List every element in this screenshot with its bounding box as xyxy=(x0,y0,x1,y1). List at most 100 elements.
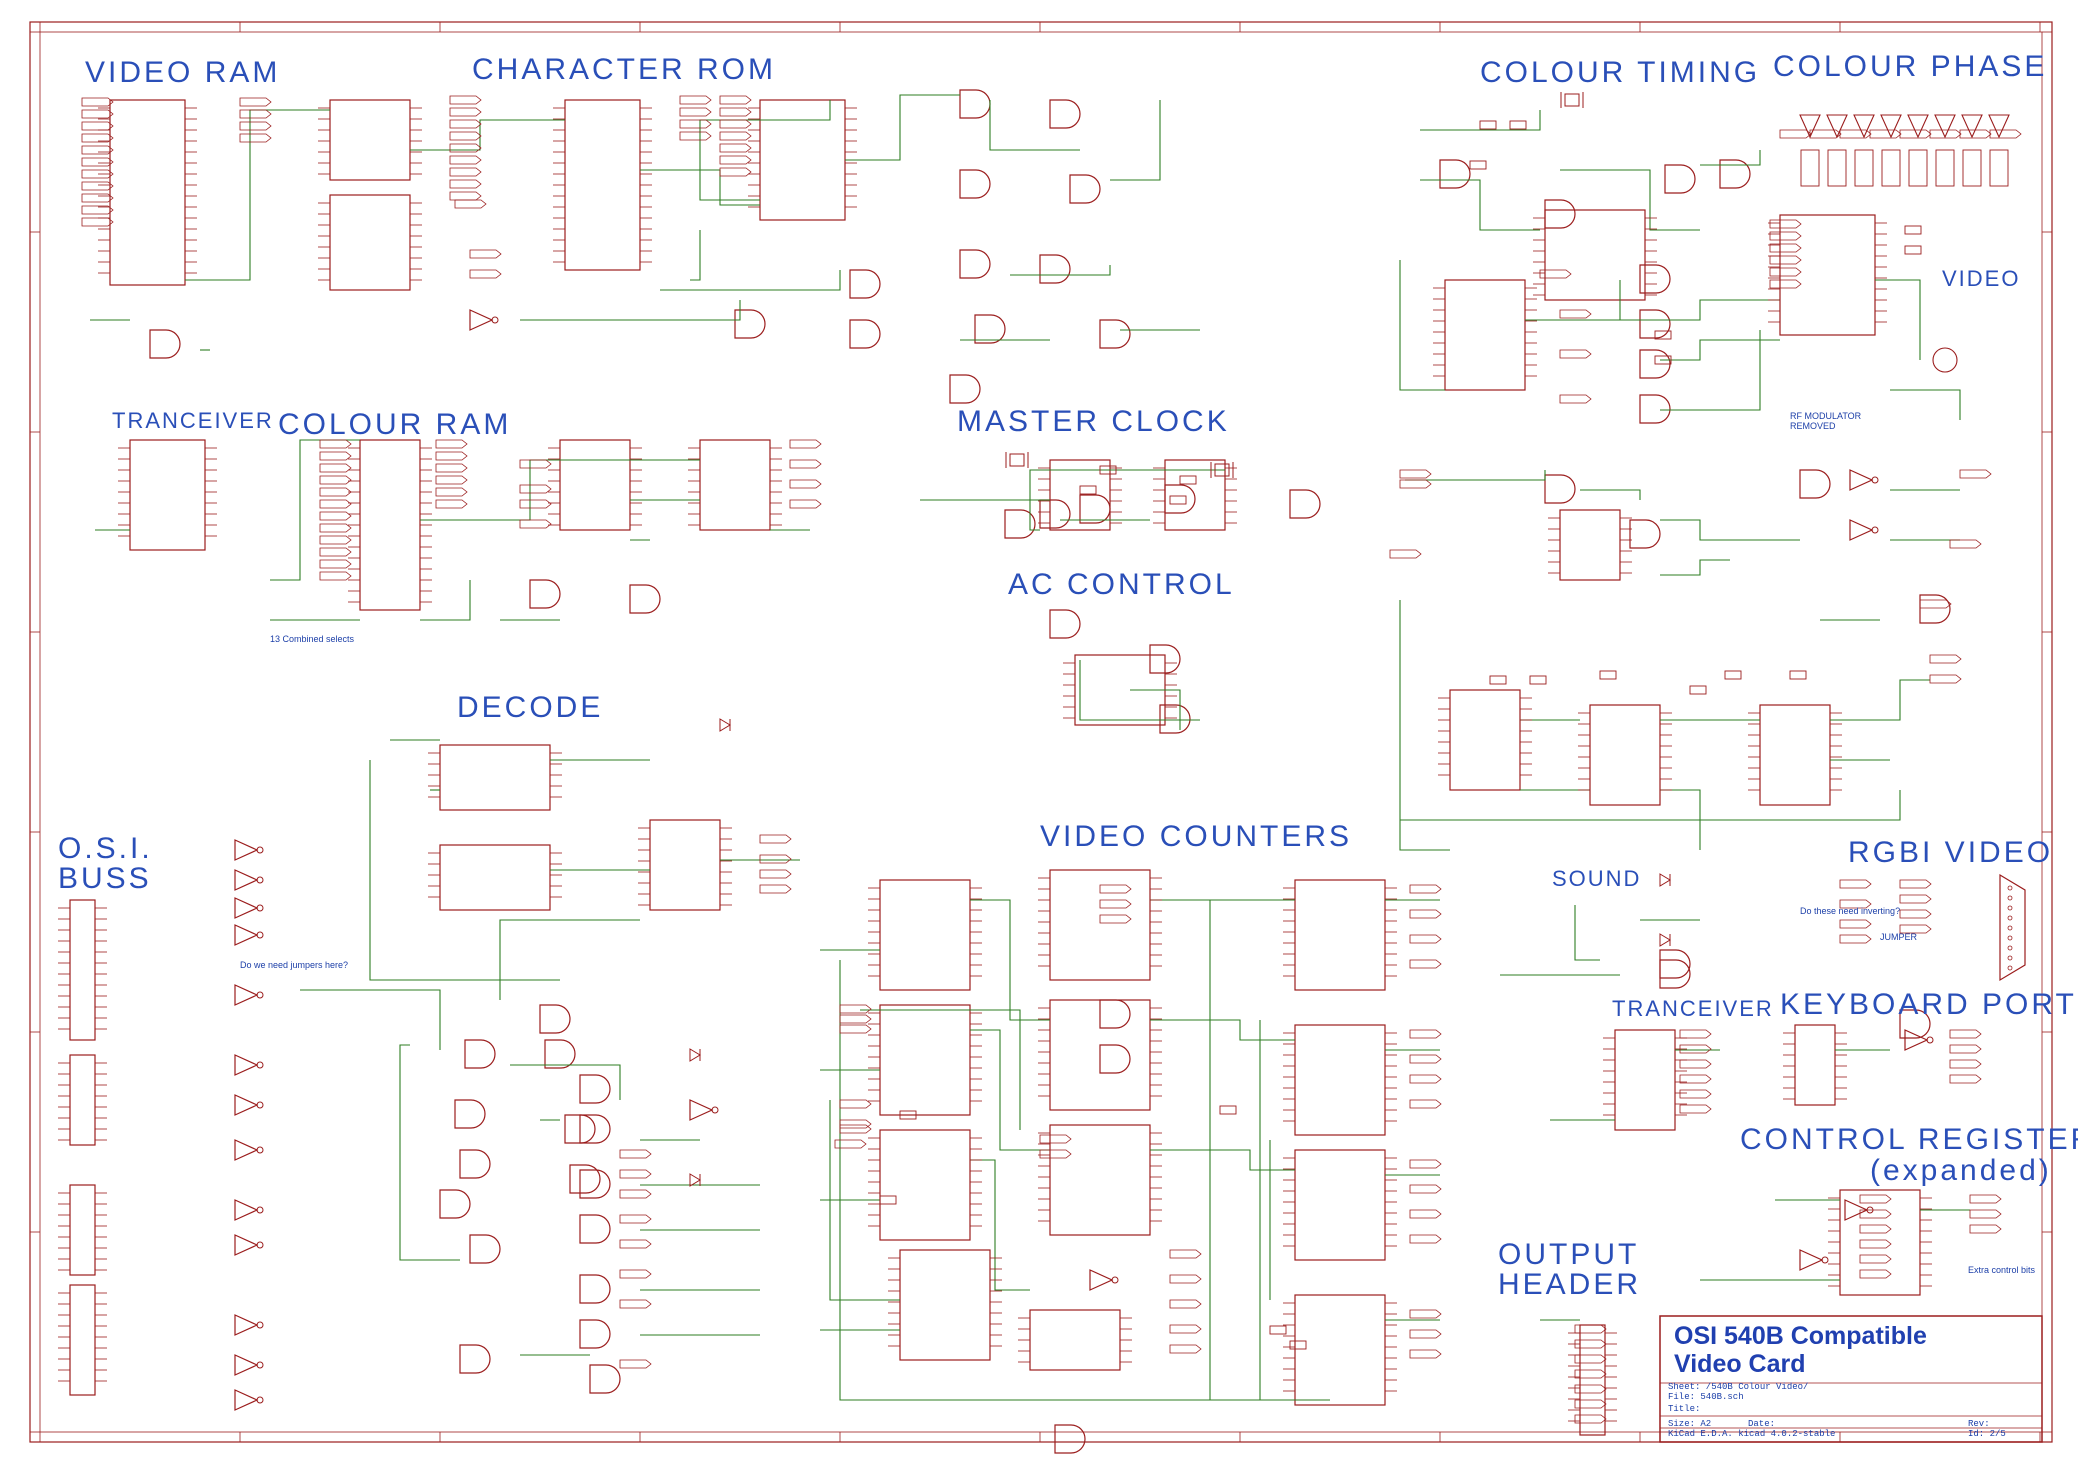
inverter-bubble xyxy=(256,1206,264,1214)
note-do-these-need-inverting: Do these need inverting? xyxy=(1800,906,1901,916)
resistor xyxy=(1509,120,1527,130)
logic-gate xyxy=(849,319,881,349)
note-jumpers-here: Do we need jumpers here? xyxy=(240,960,349,970)
crystal xyxy=(1214,463,1230,477)
ic-package xyxy=(1614,1029,1676,1131)
net-label xyxy=(679,95,712,105)
ic-package xyxy=(559,439,631,531)
phase-buffer xyxy=(1853,114,1875,139)
net-label xyxy=(1169,1344,1202,1354)
ic-package xyxy=(1294,1149,1386,1261)
heading-keyboard-port: KEYBOARD PORT xyxy=(1780,988,2077,1021)
inverter xyxy=(469,309,494,331)
wire xyxy=(1580,489,1641,500)
heading-video-ram: VIDEO RAM xyxy=(85,56,281,89)
net-label xyxy=(1899,894,1932,904)
logic-gate xyxy=(149,329,181,359)
wire xyxy=(410,119,565,151)
heading-video-counters: VIDEO COUNTERS xyxy=(1040,820,1353,853)
wire xyxy=(839,960,1330,1401)
net-label xyxy=(1099,899,1132,909)
ic-package xyxy=(69,899,96,1041)
net-label xyxy=(1679,1059,1712,1069)
ic-package xyxy=(439,844,551,911)
net-label xyxy=(1969,1209,2002,1219)
inverter-bubble xyxy=(256,1396,264,1404)
net-label xyxy=(1169,1249,1202,1259)
net-label xyxy=(1959,129,1992,139)
ic-package xyxy=(1579,1324,1606,1436)
connector-pin xyxy=(2007,965,2013,971)
title-id: Id: 2/5 xyxy=(1968,1429,2006,1439)
ic-package xyxy=(564,99,641,271)
wire xyxy=(1150,1019,1295,1041)
logic-gate xyxy=(959,169,991,199)
ic-package xyxy=(1049,1124,1151,1236)
net-label xyxy=(1409,1209,1442,1219)
net-label xyxy=(1409,1159,1442,1169)
net-label xyxy=(1679,1104,1712,1114)
net-label xyxy=(1839,879,1872,889)
net-label xyxy=(519,519,552,529)
net-label xyxy=(1679,1089,1712,1099)
net-label xyxy=(679,119,712,129)
phase-resistor xyxy=(1962,149,1982,187)
net-label xyxy=(719,107,752,117)
logic-gate xyxy=(1659,959,1691,989)
phase-buffer xyxy=(1826,114,1848,139)
heading-tranceiver: TRANCEIVER xyxy=(112,408,274,433)
sheet-border xyxy=(29,21,2053,1443)
ic-package xyxy=(1589,704,1661,806)
net-label xyxy=(1969,1194,2002,1204)
net-label xyxy=(619,1149,652,1159)
diode xyxy=(719,718,731,732)
title-sheet: Sheet: /540B Colour Video/ xyxy=(1668,1382,1809,1392)
inverter-bubble xyxy=(1821,1256,1829,1264)
net-label xyxy=(469,269,502,279)
logic-gate xyxy=(1069,174,1101,204)
net-label xyxy=(719,167,752,177)
net-label xyxy=(319,559,352,569)
ic-package xyxy=(899,1249,991,1361)
net-label xyxy=(319,451,352,461)
net-label xyxy=(1409,1074,1442,1084)
ic-package xyxy=(1544,209,1646,301)
connector-pin xyxy=(2007,935,2013,941)
phase-resistor xyxy=(1827,149,1847,187)
logic-gate xyxy=(1719,159,1751,189)
logic-gate xyxy=(1639,349,1671,379)
inverter-bubble xyxy=(256,1321,264,1329)
wire xyxy=(1660,789,1701,850)
title-size: Size: A2 xyxy=(1668,1419,1712,1429)
wire xyxy=(520,300,741,321)
heading-output-header-2: HEADER xyxy=(1498,1268,1642,1301)
net-label xyxy=(81,145,114,155)
net-label xyxy=(1409,1029,1442,1039)
ic-package xyxy=(699,439,771,531)
inverter xyxy=(1089,1269,1114,1291)
net-label xyxy=(319,547,352,557)
phase-buffer xyxy=(1799,114,1821,139)
resistor xyxy=(1079,485,1097,495)
logic-gate xyxy=(459,1149,491,1179)
net-label xyxy=(1869,129,1902,139)
resistor xyxy=(1654,355,1672,365)
ic-package xyxy=(1294,1024,1386,1136)
resistor xyxy=(1904,245,1922,255)
resistor xyxy=(1689,685,1707,695)
title-file: File: 540B.sch xyxy=(1668,1392,1744,1402)
resistor xyxy=(1599,670,1617,680)
wire xyxy=(1150,1149,1295,1171)
wire xyxy=(970,899,1050,1021)
wire xyxy=(1420,179,1540,231)
logic-gate xyxy=(1629,519,1661,549)
wire xyxy=(420,580,471,621)
wire xyxy=(1110,100,1161,181)
diode xyxy=(1659,933,1671,947)
heading-ac-control: AC CONTROL xyxy=(1008,568,1235,601)
net-label xyxy=(319,523,352,533)
heading-decode: DECODE xyxy=(457,691,604,724)
logic-gate xyxy=(589,1364,621,1394)
net-label xyxy=(319,487,352,497)
wire xyxy=(1399,600,1450,851)
